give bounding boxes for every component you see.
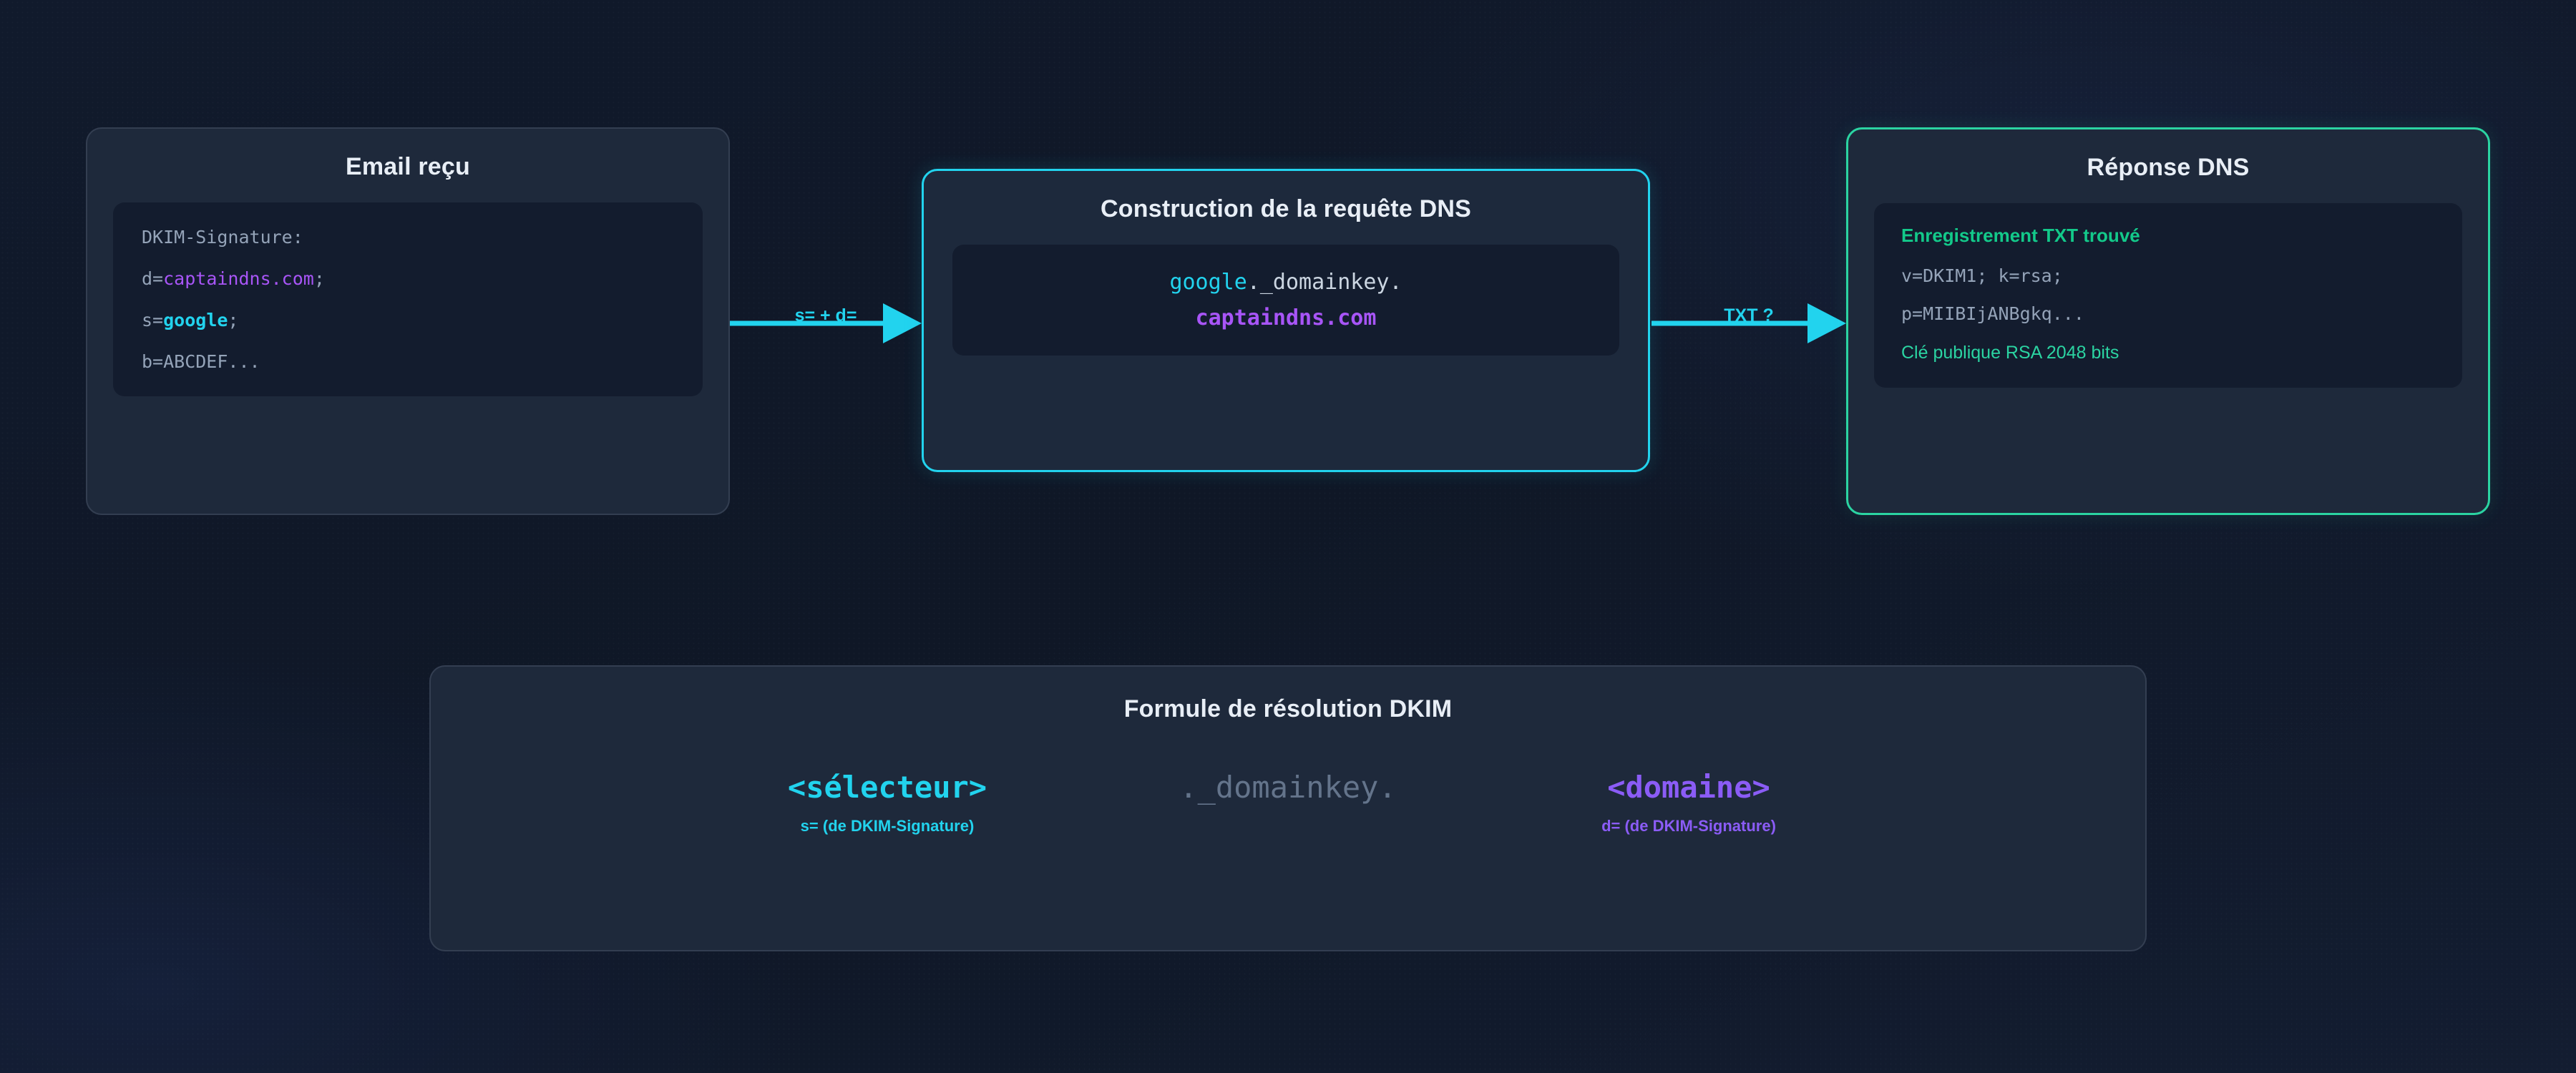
formula-row: <sélecteur> s= (de DKIM-Signature) ._dom…: [431, 773, 2145, 834]
arrow-right-icon: [1652, 303, 1846, 343]
email-card-title: Email reçu: [346, 153, 470, 180]
query-domain-token: captaindns.com: [1195, 305, 1377, 330]
public-key-note: Clé publique RSA 2048 bits: [1901, 343, 2119, 363]
code-line-domain: d=captaindns.com;: [142, 270, 674, 288]
query-domainkey-token: ._domainkey.: [1246, 270, 1402, 295]
d-tag-semicolon: ;: [313, 268, 325, 289]
arrow-query-to-dns: TXT ?: [1652, 252, 1846, 352]
s-tag-semicolon: ;: [228, 310, 239, 330]
query-line-first: google._domainkey.: [1169, 269, 1402, 296]
arrow-email-to-query: s= + d=: [730, 252, 922, 352]
txt-record-found-label: Enregistrement TXT trouvé: [1901, 225, 2140, 246]
code-line-selector: s=google;: [142, 311, 674, 329]
dkim-signature-code-block: DKIM-Signature: d=captaindns.com; s=goog…: [113, 202, 703, 396]
query-selector-token: google: [1169, 270, 1247, 295]
dns-query-construction-card: Construction de la requête DNS google._d…: [922, 169, 1650, 472]
code-line-header: DKIM-Signature:: [142, 228, 674, 246]
query-line-second: captaindns.com: [1196, 305, 1377, 332]
formula-domainkey-literal: ._domainkey.: [1179, 770, 1397, 805]
email-received-card: Email reçu DKIM-Signature: d=captaindns.…: [86, 127, 730, 515]
d-tag-value: captaindns.com: [163, 268, 314, 289]
formula-segment-domain: <domaine> d= (de DKIM-Signature): [1488, 773, 1889, 834]
dns-response-card: Réponse DNS Enregistrement TXT trouvé v=…: [1846, 127, 2490, 515]
d-tag-key: d=: [142, 268, 164, 289]
formula-domain-placeholder: <domaine>: [1607, 770, 1770, 805]
dns-txt-record-block: Enregistrement TXT trouvé v=DKIM1; k=rsa…: [1874, 203, 2462, 388]
arrow-1-label: s= + d=: [794, 305, 857, 325]
formula-domain-source: d= (de DKIM-Signature): [1601, 817, 1776, 835]
formula-card-title: Formule de résolution DKIM: [1123, 695, 1453, 722]
dns-card-title: Réponse DNS: [2087, 154, 2250, 181]
s-tag-value: google: [163, 310, 228, 330]
query-card-title: Construction de la requête DNS: [1101, 195, 1471, 222]
code-line-body-hash: b=ABCDEF...: [142, 353, 674, 371]
s-tag-key: s=: [142, 310, 164, 330]
dkim-formula-card: Formule de résolution DKIM <sélecteur> s…: [429, 665, 2147, 951]
formula-segment-domainkey: ._domainkey.: [1088, 773, 1488, 834]
formula-selector-placeholder: <sélecteur>: [787, 770, 987, 805]
arrow-2-label: TXT ?: [1724, 305, 1774, 325]
txt-record-line-2: p=MIIBIjANBgkq...: [1901, 303, 2084, 324]
formula-segment-selector: <sélecteur> s= (de DKIM-Signature): [687, 773, 1088, 834]
txt-record-line-1: v=DKIM1; k=rsa;: [1901, 265, 2063, 286]
constructed-query-block: google._domainkey. captaindns.com: [952, 245, 1619, 356]
b-tag-line: b=ABCDEF...: [142, 351, 260, 372]
dkim-signature-label: DKIM-Signature:: [142, 227, 303, 248]
arrow-right-icon: [730, 303, 922, 343]
formula-selector-source: s= (de DKIM-Signature): [800, 817, 975, 835]
